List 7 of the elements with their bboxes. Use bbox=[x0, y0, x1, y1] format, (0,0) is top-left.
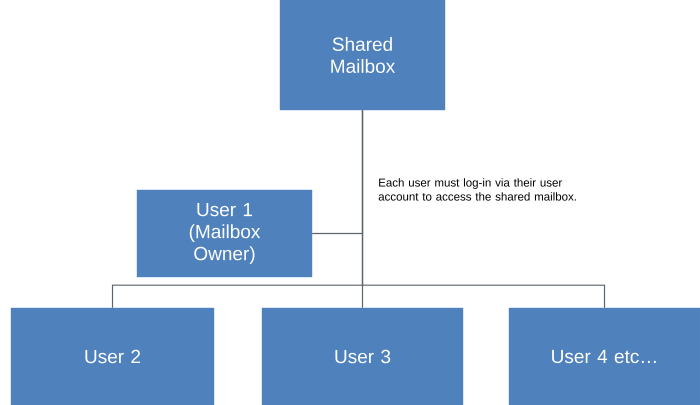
box: User 3 bbox=[262, 308, 464, 405]
note-text: Each user must log-in via their user account to access the shared mailbox. bbox=[378, 178, 576, 201]
connector-line bbox=[362, 110, 606, 308]
box: Shared Mailbox bbox=[280, 0, 446, 110]
box: User 1 (Mailbox Owner) bbox=[136, 190, 312, 278]
box: User 2 bbox=[10, 308, 214, 405]
box: User 4 etc… bbox=[508, 308, 700, 405]
